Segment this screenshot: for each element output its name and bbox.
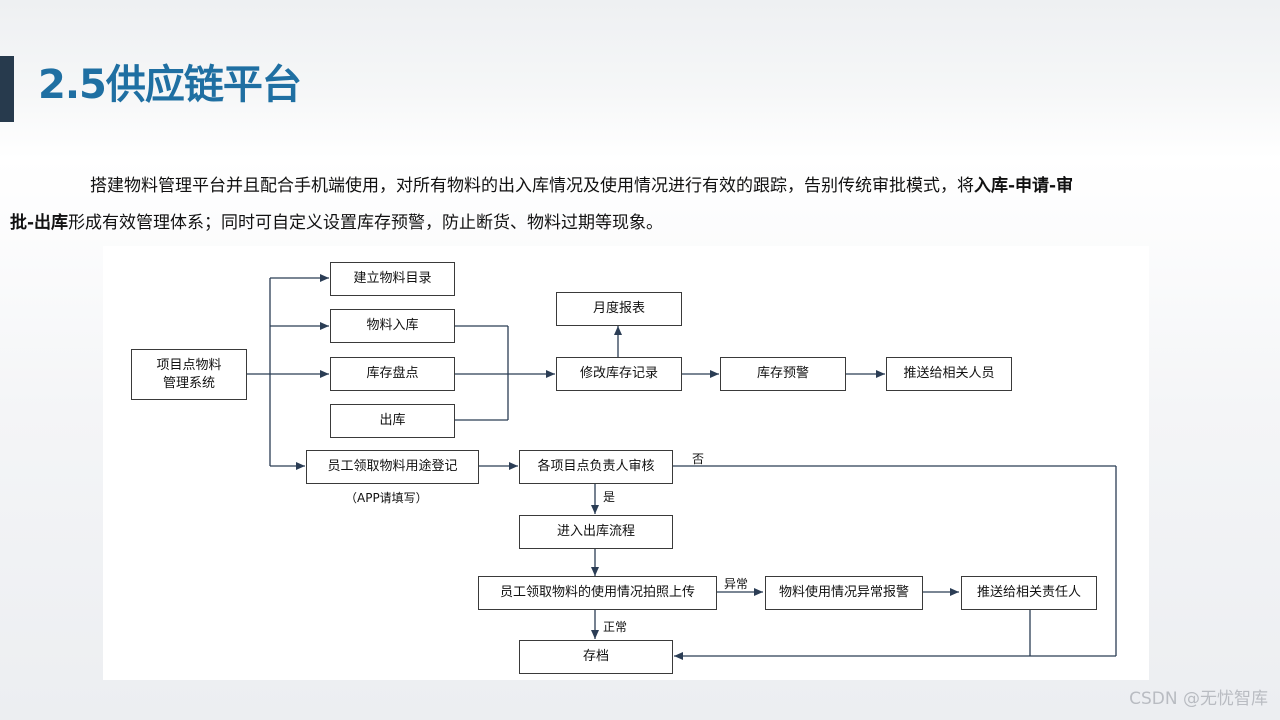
node-archive: 存档	[519, 640, 673, 674]
slide-title: 2.5供应链平台	[38, 62, 302, 108]
node-system-line1: 项目点物料	[156, 357, 222, 373]
node-push-staff: 推送给相关人员	[886, 357, 1012, 391]
label-yes: 是	[603, 490, 616, 504]
node-monthly-report: 月度报表	[556, 292, 682, 326]
paragraph-bold-1: 入库-申请-审	[974, 176, 1074, 196]
paragraph-text-1: 搭建物料管理平台并且配合手机端使用，对所有物料的出入库情况及使用情况进行有效的跟…	[90, 176, 974, 196]
node-system-line2: 管理系统	[162, 375, 215, 391]
label-no: 否	[692, 452, 705, 466]
node-push-owner: 推送给相关责任人	[961, 576, 1097, 610]
label-app-note: （APP请填写）	[345, 491, 428, 505]
node-management-system: 项目点物料管理系统	[131, 349, 247, 400]
node-stock-warning: 库存预警	[720, 357, 846, 391]
paragraph-text-2: 形成有效管理体系；同时可自定义设置库存预警，防止断货、物料过期等现象。	[68, 213, 664, 233]
node-review: 各项目点负责人审核	[519, 450, 673, 484]
node-abnormal-alert: 物料使用情况异常报警	[765, 576, 923, 610]
node-register: 员工领取物料用途登记	[306, 450, 479, 484]
node-catalog: 建立物料目录	[330, 262, 455, 296]
header-band	[0, 0, 1280, 158]
label-normal: 正常	[603, 620, 628, 634]
node-photo-upload: 员工领取物料的使用情况拍照上传	[478, 576, 717, 610]
node-inbound: 物料入库	[330, 309, 455, 343]
node-enter-flow: 进入出库流程	[519, 515, 673, 549]
watermark: CSDN @无忧智库	[1129, 689, 1268, 709]
flowchart-connectors	[246, 274, 1117, 660]
title-accent-bar	[0, 56, 14, 122]
label-abnormal: 异常	[724, 577, 749, 591]
paragraph-bold-2: 批-出库	[10, 213, 69, 233]
node-outbound: 出库	[330, 404, 455, 438]
description-paragraph: 搭建物料管理平台并且配合手机端使用，对所有物料的出入库情况及使用情况进行有效的跟…	[10, 168, 1200, 242]
node-modify-record: 修改库存记录	[556, 357, 682, 391]
flowchart: 项目点物料管理系统 建立物料目录 物料入库 库存盘点 出库 月度报表 修改库存记…	[103, 246, 1149, 680]
node-stocktake: 库存盘点	[330, 357, 455, 391]
